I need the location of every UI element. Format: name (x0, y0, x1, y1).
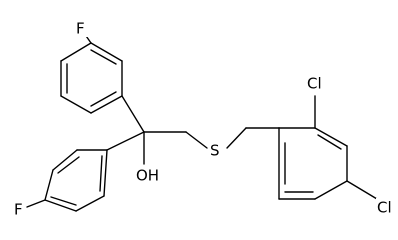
backbone-bonds (26, 32, 280, 208)
upper-fluorophenyl-ring (60, 42, 123, 114)
atom-label-cl-ortho: Cl (305, 74, 329, 94)
atom-label-f-bottom: F (12, 200, 26, 219)
chlorine-para-label: Cl (377, 199, 392, 217)
atom-label-oh: OH (134, 166, 162, 185)
atom-label-s: S (208, 140, 224, 160)
lower-fluorophenyl-ring (44, 149, 108, 212)
dichlorophenyl-ring (278, 95, 378, 200)
chemical-structure-diagram: F F OH S Cl Cl (12, 19, 398, 219)
atom-label-cl-para: Cl (376, 198, 398, 218)
atom-label-f-top: F (74, 19, 88, 38)
fluorine-top-label: F (76, 20, 85, 38)
chlorine-ortho-label: Cl (307, 75, 322, 93)
hydroxyl-label: OH (136, 167, 159, 185)
sulfur-label: S (210, 142, 220, 160)
fluorine-bottom-label: F (14, 201, 23, 219)
